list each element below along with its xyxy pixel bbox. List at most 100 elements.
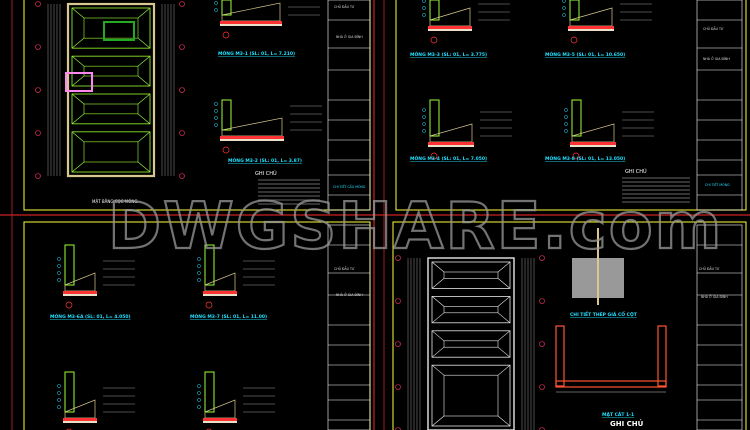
plan-hip	[71, 93, 85, 105]
callout-bubble	[564, 129, 568, 133]
callout-bubble	[422, 6, 426, 10]
grid-bubble	[539, 341, 545, 347]
plan-hip	[137, 55, 151, 67]
grid-bubble	[206, 428, 212, 430]
plan-hip	[137, 93, 151, 105]
grid-bubble	[179, 173, 185, 179]
callout-bubble	[197, 398, 201, 402]
plan-hip	[137, 113, 151, 125]
grid-bubble	[222, 31, 230, 39]
footing-rebar	[428, 142, 474, 145]
foundation-plan	[427, 257, 515, 430]
callout-bubble	[57, 257, 61, 261]
grid-bubble	[395, 255, 401, 261]
footing-rebar	[568, 26, 614, 29]
footing-rebar	[203, 418, 237, 421]
callout-bubble	[197, 391, 201, 395]
grid-bubble	[539, 298, 545, 304]
title-block-project: NHÀ Ở GIA ĐÌNH	[701, 294, 728, 299]
callout-bubble	[197, 264, 201, 268]
sheet-border-1	[23, 0, 371, 211]
plan-bay	[71, 93, 151, 125]
watermark: DWGSHARE.com	[108, 190, 723, 264]
grid-bubble	[66, 428, 72, 430]
detail-label: CHI TIẾT THÉP GIẢ CỔ CỘT	[570, 310, 638, 318]
footing-rebar	[570, 142, 616, 145]
plan-title: MẶT BẰNG CỌC MÓNG	[92, 199, 137, 204]
plan-bay-inner	[443, 271, 499, 279]
plan-bay	[431, 295, 511, 324]
callout-bubble	[564, 108, 568, 112]
grid-bubble	[35, 87, 41, 93]
grid-bubble	[539, 427, 545, 430]
callout-bubble	[564, 115, 568, 119]
plan-hip	[431, 330, 445, 342]
plan-hip	[497, 261, 511, 273]
plan-hip	[137, 75, 151, 87]
detail-label: MÓNG M3-2 (SL: 01, L= 3.87)	[228, 157, 302, 164]
footing-column	[204, 244, 215, 286]
footing-base	[570, 145, 616, 147]
callout-bubble	[214, 123, 218, 127]
plan-hip	[137, 37, 151, 49]
detail-label: MÓNG M3-7 (SL: 01, L= 11.00)	[190, 313, 267, 320]
title-block-project: NHÀ Ở GIA ĐÌNH	[336, 34, 363, 39]
footing-column	[569, 0, 580, 21]
sheet-border-2	[395, 0, 747, 211]
callout-bubble	[197, 278, 201, 282]
callout-bubble	[57, 398, 61, 402]
plan-bay-inner	[83, 141, 139, 163]
footing-slope	[429, 7, 471, 27]
plan-hip	[71, 37, 85, 49]
footing-base	[220, 24, 282, 26]
plan-bay-inner	[83, 17, 139, 39]
plan-hip	[71, 55, 85, 67]
footing-base	[428, 145, 474, 147]
detail-label: MÓNG M3-5 (SL: 01, L= 10.650)	[545, 51, 625, 58]
plan-bay-inner	[443, 374, 499, 417]
plan-bay-inner	[83, 103, 139, 115]
notes-title: GHI CHÚ	[255, 170, 277, 177]
sheet-border-4	[392, 221, 747, 430]
grid-bubble	[222, 146, 230, 154]
grid-bubble	[65, 301, 73, 309]
grid-bubble	[35, 173, 41, 179]
callout-bubble	[564, 122, 568, 126]
plan-bay	[71, 7, 151, 49]
footing-base	[568, 29, 614, 31]
grid-bubble	[570, 36, 578, 44]
title-block-owner: CHỦ ĐẦU TƯ	[334, 266, 355, 271]
footing-rebar	[203, 291, 237, 294]
plan-hip	[431, 312, 445, 324]
plan-hip	[71, 75, 85, 87]
plan-hip	[137, 131, 151, 143]
footing-rebar	[220, 136, 284, 139]
plan-hip	[71, 7, 85, 19]
footing-rebar	[220, 21, 282, 24]
footing-rebar	[63, 418, 97, 421]
footing-base	[203, 421, 237, 423]
wall-section	[657, 325, 667, 387]
callout-bubble	[57, 384, 61, 388]
plan-hip	[71, 161, 85, 173]
callout-bubble	[197, 271, 201, 275]
slab-section	[555, 380, 667, 388]
plan-hip	[71, 131, 85, 143]
footing-slope	[64, 399, 96, 419]
callout-bubble	[562, 6, 566, 10]
callout-bubble	[422, 108, 426, 112]
grid-bubble	[395, 427, 401, 430]
footing-column	[429, 0, 440, 21]
plan-hip	[497, 330, 511, 342]
plan-bay-inner	[83, 65, 139, 77]
footing-column	[221, 0, 232, 16]
footing-column	[571, 99, 582, 137]
footing-column	[64, 371, 75, 413]
callout-bubble	[57, 264, 61, 268]
detail-label: MÓNG M3-4 (SL: 01, L= 7.050)	[410, 155, 487, 162]
plan-hip	[431, 261, 445, 273]
callout-bubble	[214, 1, 218, 5]
grid-bubble	[35, 44, 41, 50]
plan-hip	[497, 346, 511, 358]
grid-bubble	[179, 130, 185, 136]
